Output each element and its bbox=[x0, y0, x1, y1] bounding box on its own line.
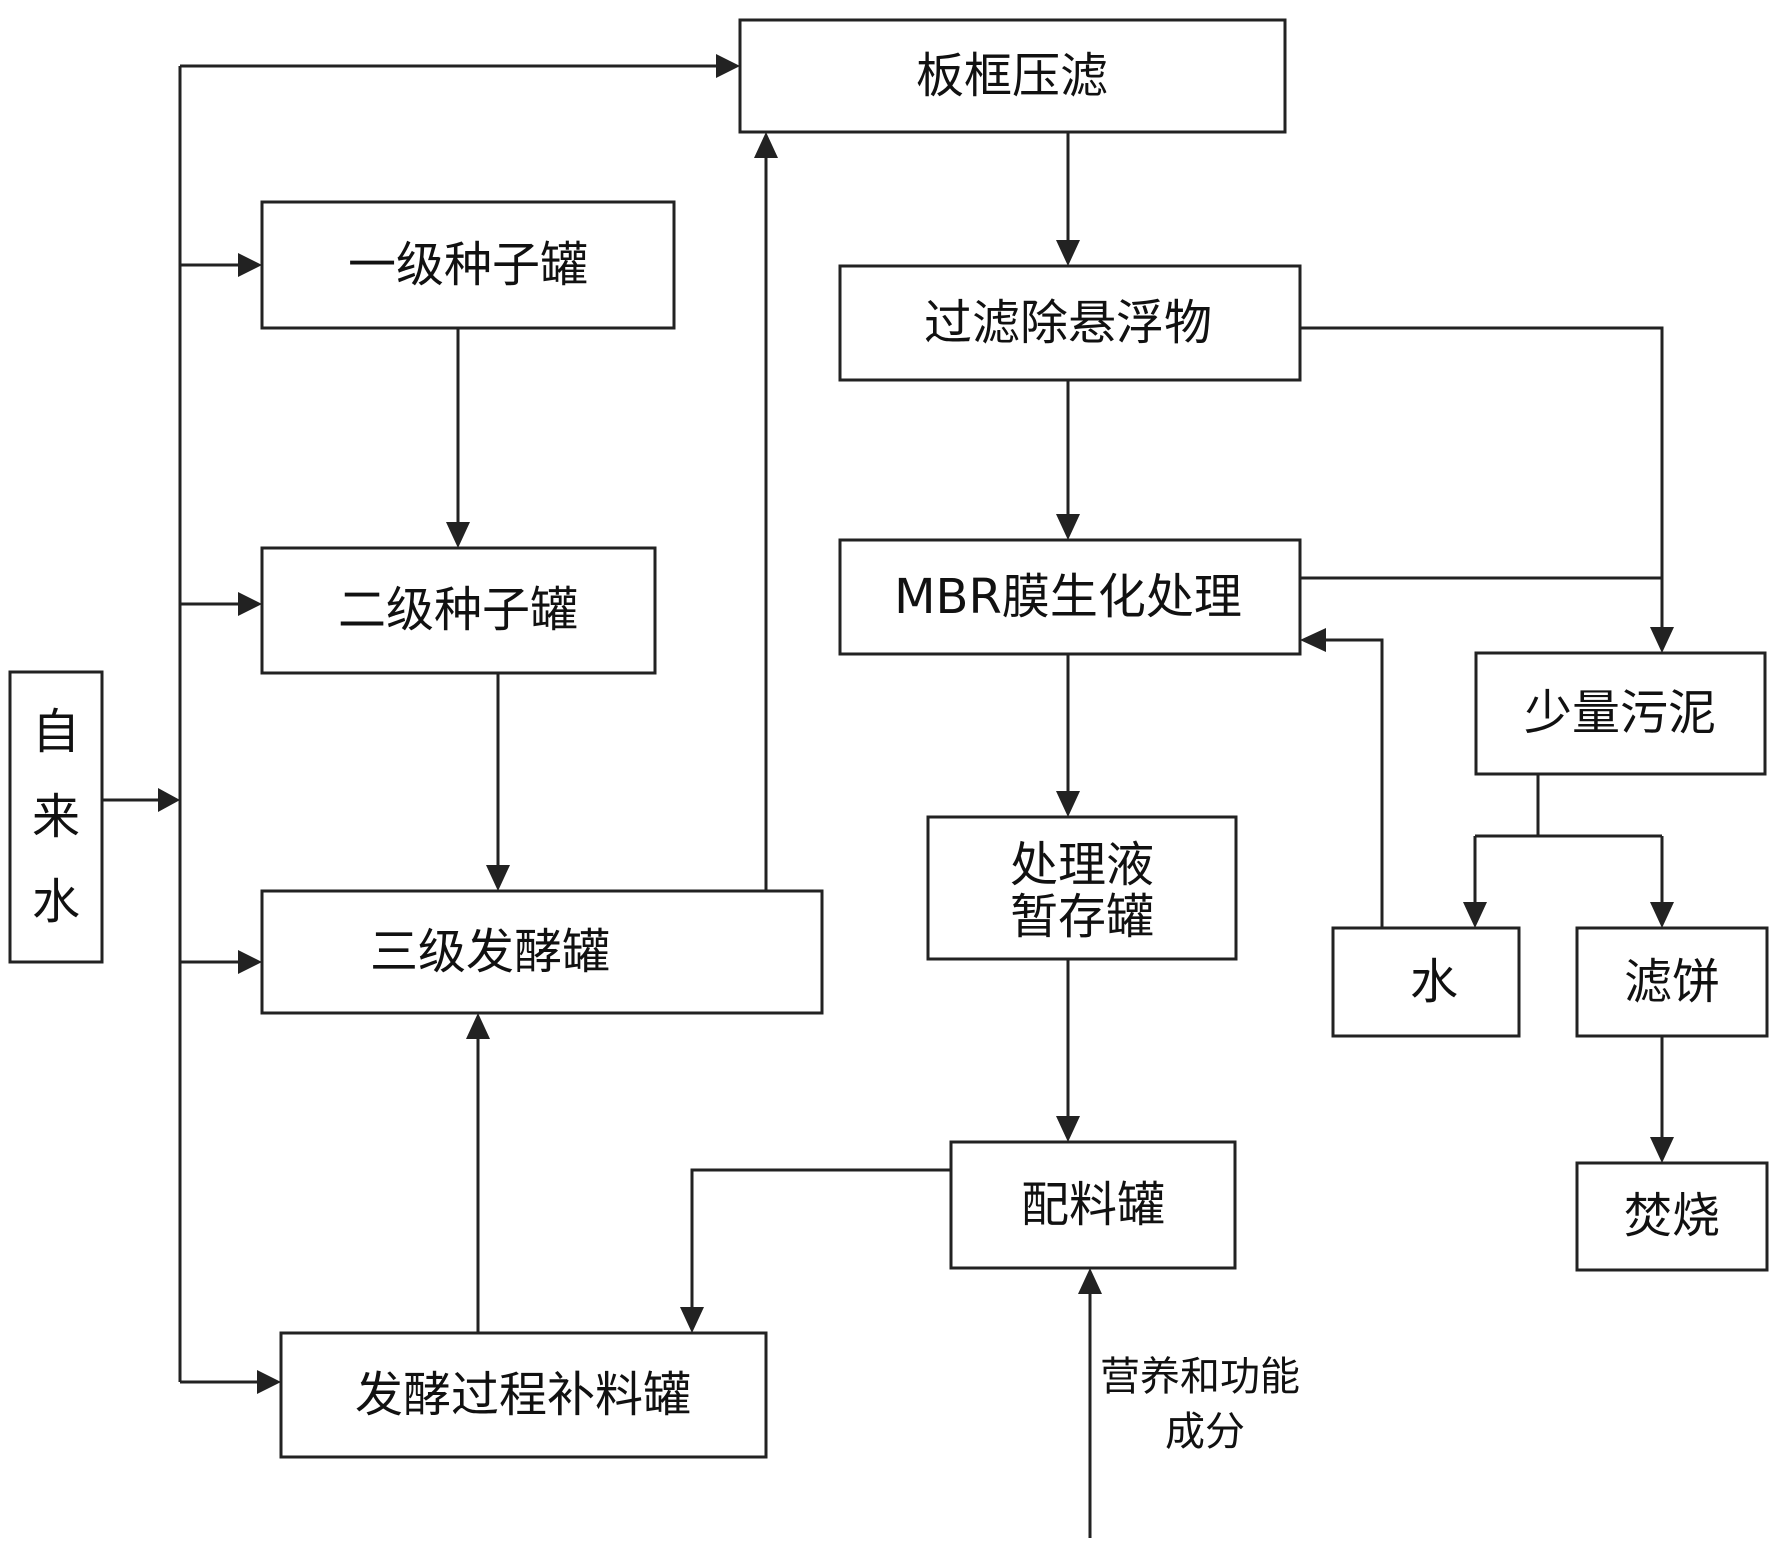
holding-tank-to-mixing-tank-arrow bbox=[1056, 959, 1080, 1142]
incineration-box: 焚烧 bbox=[1575, 1161, 1769, 1272]
mbr-to-holding-tank-arrow bbox=[1056, 654, 1080, 817]
mixing-tank-label: 配料罐 bbox=[1021, 1177, 1165, 1233]
nutrients-label-line1: 营养和功能 bbox=[1100, 1354, 1300, 1400]
water-box: 水 bbox=[1331, 926, 1521, 1038]
bus-to-feed-tank-arrow bbox=[180, 1370, 281, 1394]
sludge-split-line bbox=[1475, 774, 1662, 838]
fermenter-3-label: 三级发酵罐 bbox=[370, 924, 610, 980]
bus-to-filter-press-arrow bbox=[180, 54, 740, 78]
incineration-label: 焚烧 bbox=[1624, 1188, 1720, 1244]
seed-tank-1-label: 一级种子罐 bbox=[348, 237, 588, 293]
holding-tank-box: 处理液 暂存罐 bbox=[926, 815, 1238, 961]
filter-press-box: 板框压滤 bbox=[738, 18, 1287, 134]
tap-water-char-2: 来 bbox=[32, 789, 80, 845]
filter-press-to-remove-solids-arrow bbox=[1056, 132, 1080, 266]
bus-to-seed-tank-2-arrow bbox=[180, 592, 262, 616]
bus-to-fermenter-3-arrow bbox=[180, 950, 262, 974]
nutrients-label-line2: 成分 bbox=[1165, 1409, 1245, 1455]
sludge-box: 少量污泥 bbox=[1474, 651, 1767, 776]
seed-tank-1-box: 一级种子罐 bbox=[260, 200, 676, 330]
remove-solids-label: 过滤除悬浮物 bbox=[924, 295, 1212, 351]
remove-solids-to-sludge-arrow bbox=[1300, 326, 1674, 653]
filter-press-label: 板框压滤 bbox=[916, 48, 1108, 104]
mixing-tank-box: 配料罐 bbox=[949, 1140, 1237, 1270]
remove-solids-to-mbr-arrow bbox=[1056, 380, 1080, 540]
tap-water-box: 自 来 水 bbox=[8, 670, 104, 964]
sludge-to-water-arrow bbox=[1463, 836, 1487, 928]
mbr-box: MBR膜生化处理 bbox=[838, 538, 1302, 656]
water-to-mbr-arrow bbox=[1300, 628, 1384, 928]
feed-tank-label: 发酵过程补料罐 bbox=[355, 1367, 691, 1423]
mbr-label: MBR膜生化处理 bbox=[894, 569, 1242, 625]
nutrients-to-mixing-tank-arrow bbox=[1078, 1268, 1102, 1538]
remove-solids-box: 过滤除悬浮物 bbox=[838, 264, 1302, 382]
tap-water-char-1: 自 bbox=[32, 704, 80, 760]
filter-cake-label: 滤饼 bbox=[1624, 954, 1720, 1010]
seed-tank-2-box: 二级种子罐 bbox=[260, 546, 657, 675]
fermenter-3-box: 三级发酵罐 bbox=[260, 889, 824, 1015]
holding-tank-label-line2: 暂存罐 bbox=[1010, 889, 1154, 945]
sludge-label: 少量污泥 bbox=[1524, 685, 1716, 741]
tap-water-char-3: 水 bbox=[32, 874, 80, 930]
seed-tank-2-label: 二级种子罐 bbox=[338, 582, 578, 638]
filter-cake-box: 滤饼 bbox=[1575, 926, 1769, 1038]
fermenter-to-filter-press-arrow bbox=[754, 132, 778, 891]
bus-to-seed-tank-1-arrow bbox=[180, 253, 262, 277]
feed-tank-box: 发酵过程补料罐 bbox=[279, 1331, 768, 1459]
sludge-to-filter-cake-arrow bbox=[1650, 836, 1674, 928]
holding-tank-label-line1: 处理液 bbox=[1010, 837, 1154, 893]
water-label: 水 bbox=[1410, 954, 1458, 1010]
feed-tank-to-fermenter-arrow bbox=[466, 1013, 490, 1333]
seed-2-to-fermenter-3-arrow bbox=[486, 673, 510, 891]
filter-cake-to-incineration-arrow bbox=[1650, 1036, 1674, 1163]
seed-1-to-seed-2-arrow bbox=[446, 328, 470, 548]
mixing-tank-to-feed-tank-arrow bbox=[680, 1168, 951, 1333]
tapwater-to-bus-connector bbox=[102, 788, 180, 812]
